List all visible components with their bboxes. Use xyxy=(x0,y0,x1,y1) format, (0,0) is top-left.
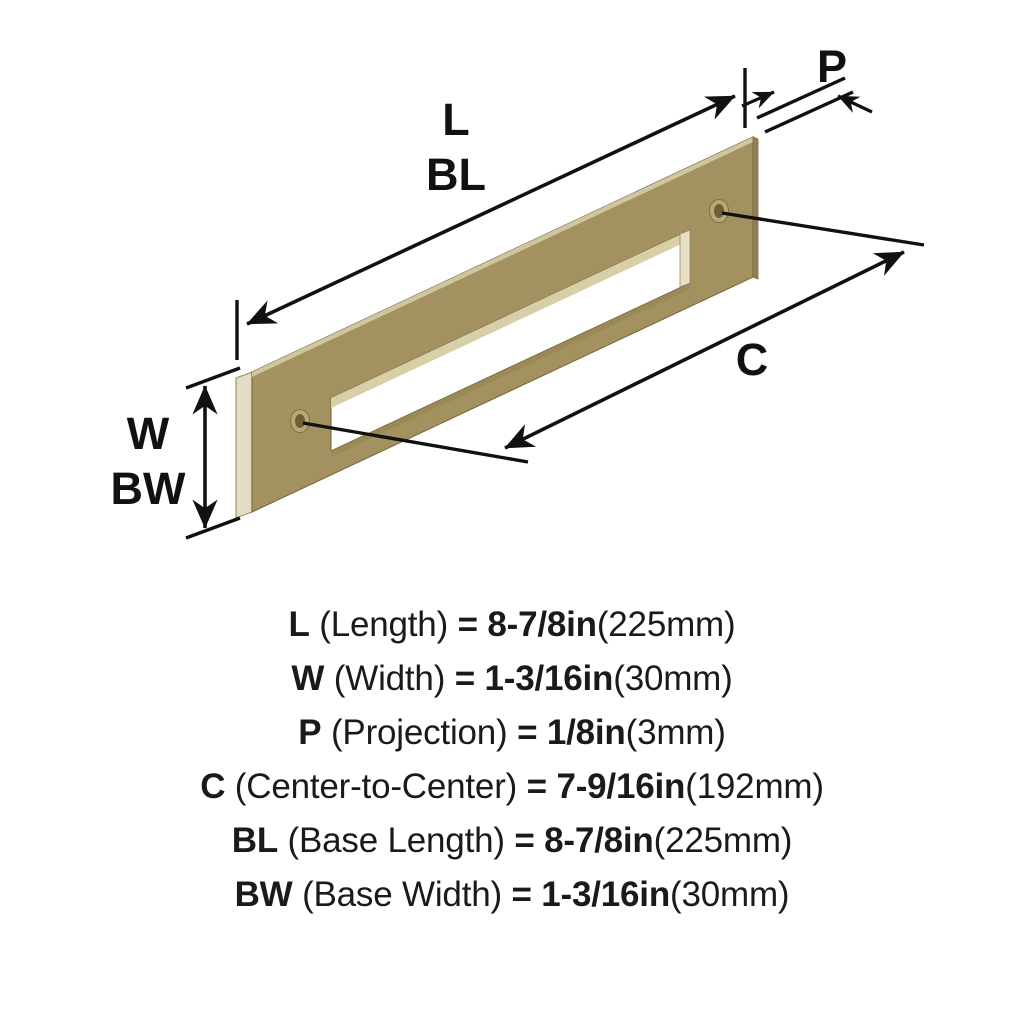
spec-code-base-width: BW xyxy=(234,875,293,914)
spec-equals-base-width: = xyxy=(511,875,532,914)
spec-imperial-width: 1-3/16in xyxy=(484,659,614,698)
spec-equals-base-length: = xyxy=(514,821,535,860)
spec-code-width: W xyxy=(291,659,325,698)
ctc-leader-from-left-hole xyxy=(302,421,529,464)
spec-metric-length: (225mm) xyxy=(596,605,736,644)
screw-hole-right xyxy=(709,199,729,223)
spec-code-base-length: BL xyxy=(231,821,279,860)
label-length: L xyxy=(442,94,470,145)
pull-isometric-diagram: L BL P C W xyxy=(111,41,925,540)
spec-code-center-to-center: C xyxy=(200,767,226,806)
width-extension-bottom xyxy=(185,516,241,540)
spec-row-projection: P (Projection) = 1/8in(3mm) xyxy=(298,706,726,760)
spec-name-center-to-center: (Center-to-Center) xyxy=(234,767,518,806)
spec-name-length: (Length) xyxy=(319,605,449,644)
width-extension-top xyxy=(185,366,241,390)
spec-name-base-width: (Base Width) xyxy=(302,875,502,914)
dimension-width: W BW xyxy=(111,366,241,540)
pull-right-end-cap xyxy=(752,136,759,280)
specification-list: L (Length) = 8-7/8in(225mm) W (Width) = … xyxy=(0,598,1024,922)
label-projection: P xyxy=(817,41,847,92)
spec-name-width: (Width) xyxy=(333,659,446,698)
spec-row-base-width: BW (Base Width) = 1-3/16in(30mm) xyxy=(235,868,790,922)
spec-equals-projection: = xyxy=(517,713,538,752)
length-dimension-line xyxy=(246,94,736,326)
spec-name-base-length: (Base Length) xyxy=(287,821,505,860)
spec-name-projection: (Projection) xyxy=(330,713,508,752)
screw-hole-left xyxy=(290,409,310,433)
label-width: W xyxy=(127,408,170,459)
spec-metric-base-width: (30mm) xyxy=(670,875,790,914)
spec-row-center-to-center: C (Center-to-Center) = 7-9/16in(192mm) xyxy=(200,760,824,814)
ctc-leader-from-right-hole xyxy=(721,211,925,247)
projection-line-a xyxy=(756,76,846,120)
spec-row-width: W (Width) = 1-3/16in(30mm) xyxy=(291,652,732,706)
label-base-width: BW xyxy=(111,463,186,514)
spec-imperial-base-width: 1-3/16in xyxy=(541,875,671,914)
spec-row-length: L (Length) = 8-7/8in(225mm) xyxy=(289,598,736,652)
spec-equals-center-to-center: = xyxy=(526,767,547,806)
spec-metric-width: (30mm) xyxy=(613,659,733,698)
pull-left-end-cap xyxy=(235,371,253,519)
dimension-center-to-center: C xyxy=(302,211,925,464)
ctc-dimension-line xyxy=(504,250,905,450)
spec-imperial-projection: 1/8in xyxy=(546,713,626,752)
spec-code-projection: P xyxy=(298,713,322,752)
spec-metric-base-length: (225mm) xyxy=(653,821,793,860)
label-base-length: BL xyxy=(426,149,486,200)
spec-imperial-base-length: 8-7/8in xyxy=(544,821,654,860)
label-center-to-center: C xyxy=(736,334,769,385)
dimension-length: L BL xyxy=(235,68,747,360)
pull-cutout-right-bevel xyxy=(679,229,691,288)
spec-code-length: L xyxy=(288,605,310,644)
spec-metric-center-to-center: (192mm) xyxy=(685,767,824,806)
spec-metric-projection: (3mm) xyxy=(625,713,726,752)
pull-body xyxy=(235,136,759,519)
spec-row-base-length: BL (Base Length) = 8-7/8in(225mm) xyxy=(231,814,793,868)
projection-arrow-right xyxy=(837,94,873,114)
spec-equals-width: = xyxy=(454,659,475,698)
spec-imperial-length: 8-7/8in xyxy=(487,605,597,644)
spec-equals-length: = xyxy=(457,605,478,644)
projection-arrow-left xyxy=(741,90,775,109)
spec-imperial-center-to-center: 7-9/16in xyxy=(556,767,686,806)
dimension-projection: P xyxy=(741,41,873,134)
